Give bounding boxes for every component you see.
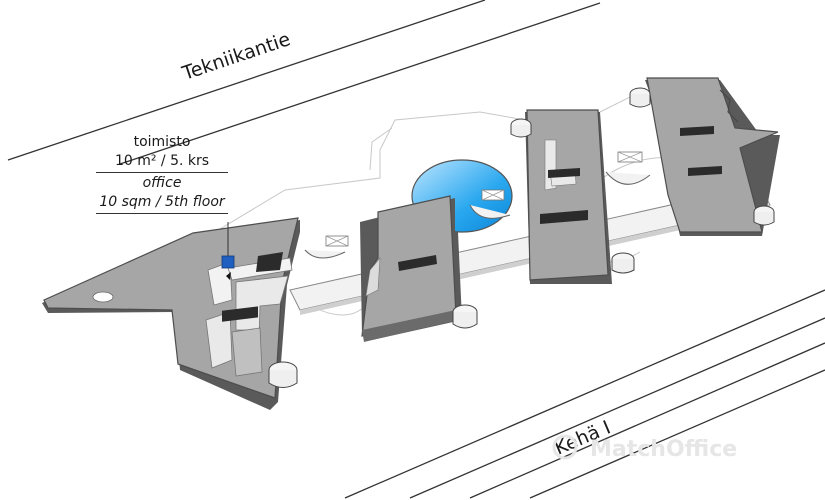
street-lines-south xyxy=(344,289,825,499)
callout-en-size: 10 sqm / 5th floor xyxy=(99,194,225,210)
callout-divider xyxy=(96,172,228,173)
office-highlight[interactable] xyxy=(221,255,235,269)
wing-west xyxy=(42,217,349,410)
watermark: MatchOffice xyxy=(552,434,737,462)
wing-east-centre xyxy=(510,109,651,284)
office-callout: toimisto 10 m² / 5. krs office 10 sqm / … xyxy=(96,133,228,215)
wing-centre xyxy=(360,195,478,342)
street-label-north: Tekniikantie xyxy=(179,28,294,85)
watermark-text: MatchOffice xyxy=(590,437,737,462)
callout-fi-size: 10 m² / 5. krs xyxy=(114,153,210,169)
wing-east xyxy=(629,77,780,236)
callout-divider-bottom xyxy=(96,213,228,214)
callout-fi-label: toimisto xyxy=(133,134,191,150)
callout-en-label: office xyxy=(142,175,182,191)
street-lines-north xyxy=(7,0,601,165)
